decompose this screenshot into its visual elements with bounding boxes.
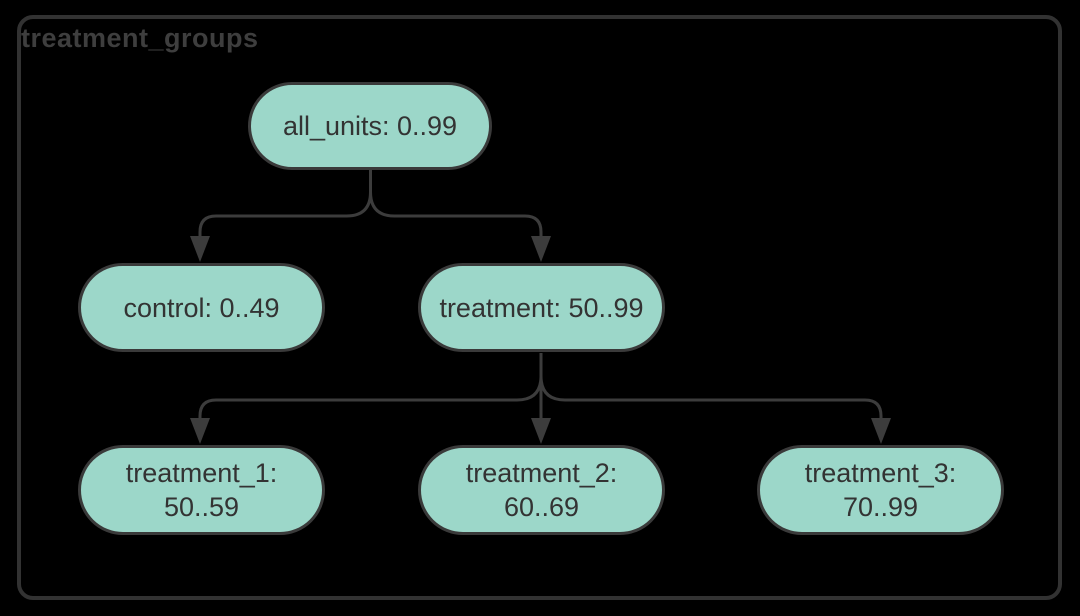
diagram-title: treatment_groups [21, 23, 259, 53]
node-all-units: all_units: 0..99 [248, 82, 492, 170]
node-label-line2: 50..59 [163, 492, 240, 522]
edge-all-units-to-treatment [369, 170, 543, 238]
arrowhead-treatment [531, 236, 551, 262]
node-label: all_units: 0..99 [282, 111, 458, 141]
node-treatment-3: treatment_3: 70..99 [757, 445, 1004, 535]
arrowhead-control [190, 236, 210, 262]
node-treatment-2: treatment_2: 60..69 [418, 445, 665, 535]
arrowhead-treatment-2 [531, 418, 551, 444]
node-treatment-1: treatment_1: 50..59 [78, 445, 325, 535]
treatment-groups-container [17, 15, 1062, 600]
arrowhead-treatment-1 [190, 418, 210, 444]
arrowhead-treatment-3 [871, 418, 891, 444]
edge-all-units-to-control [198, 170, 372, 238]
node-control: control: 0..49 [78, 263, 325, 352]
node-label-line1: treatment_3: [804, 458, 957, 488]
node-label-line1: treatment_1: [125, 458, 278, 488]
node-label-line2: 70..99 [842, 492, 919, 522]
node-label-line2: 60..69 [503, 492, 580, 522]
edge-treatment-to-treatment-3 [539, 353, 883, 420]
edge-treatment-to-treatment-1 [198, 353, 543, 420]
node-treatment: treatment: 50..99 [418, 263, 665, 352]
node-label: treatment: 50..99 [439, 292, 644, 323]
node-label-line1: treatment_2: [465, 458, 618, 488]
node-label: control: 0..49 [123, 292, 280, 323]
